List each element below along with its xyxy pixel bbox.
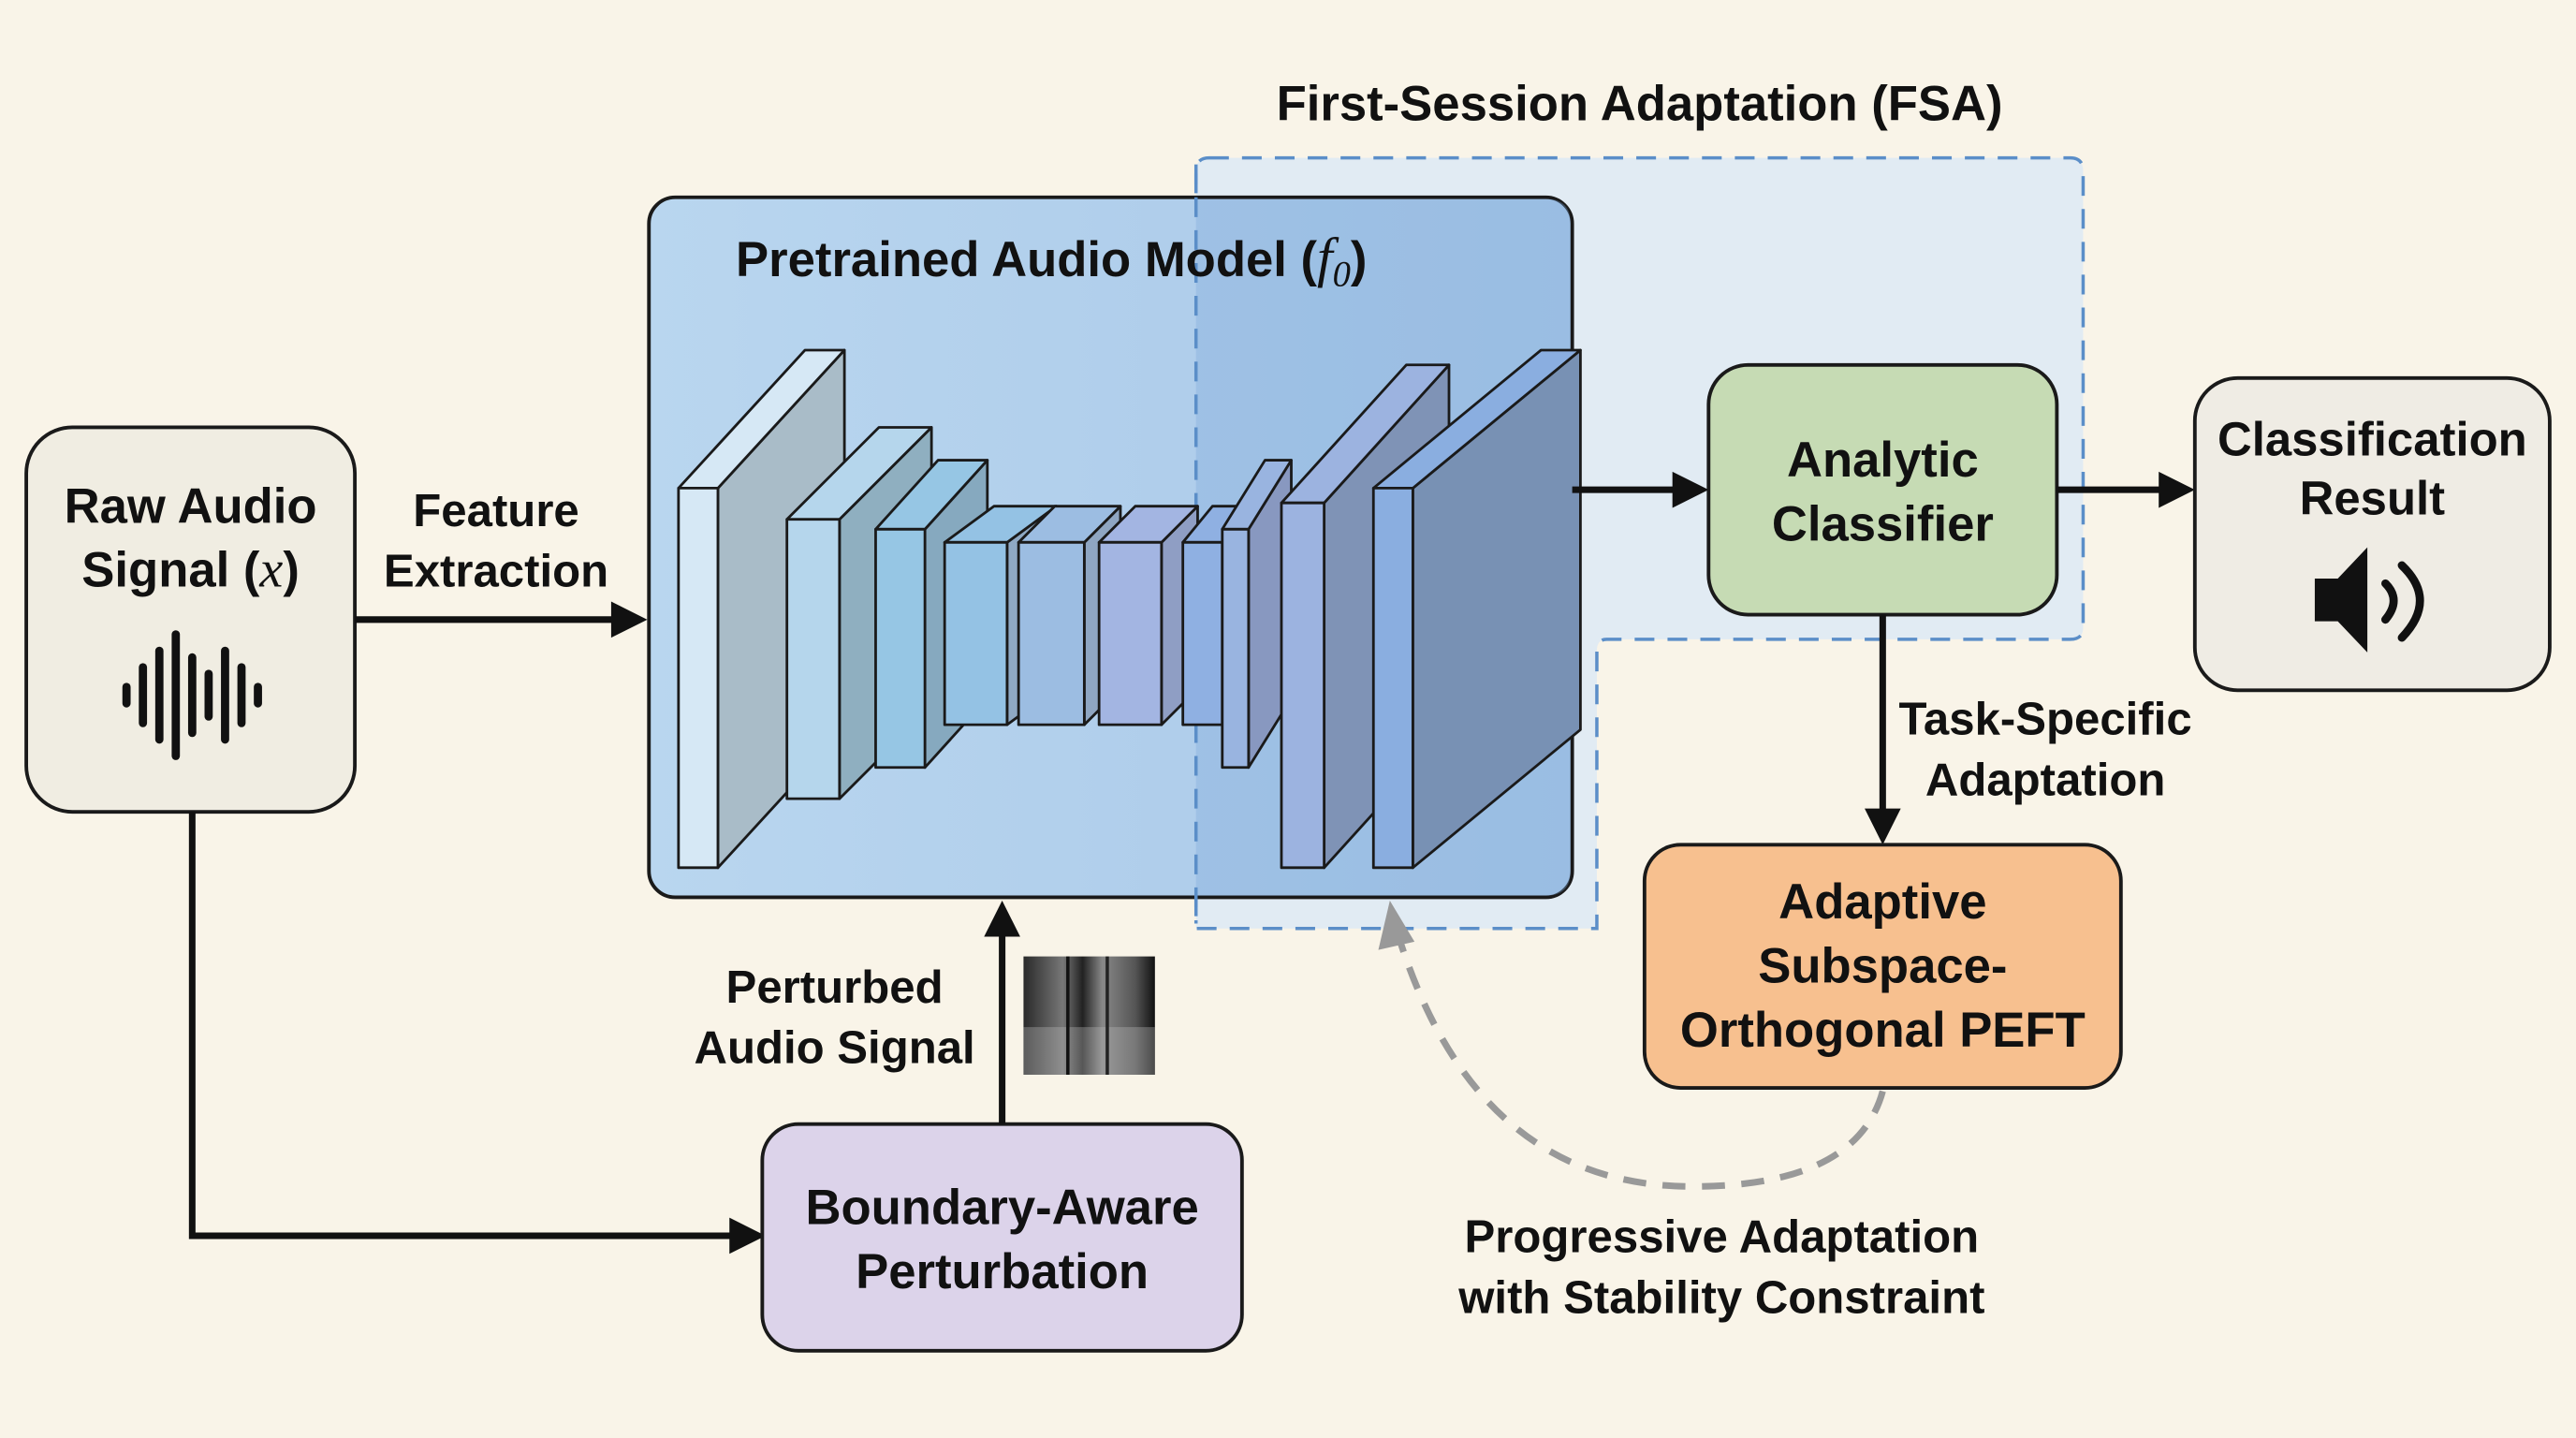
task-specific-label-line1: Task-Specific	[1899, 695, 2192, 745]
fsa-title: First-Session Adaptation (FSA)	[1277, 76, 2003, 131]
raw-to-perturbation-arrow	[188, 812, 733, 1240]
peft-label-line2: Subspace-	[1758, 939, 2007, 994]
layer-front-4	[1017, 540, 1086, 726]
classifier-to-result-arrowhead	[2159, 471, 2195, 508]
result-label-line1: Classification	[2217, 412, 2527, 465]
classification-result-box[interactable]	[2192, 375, 2552, 693]
progressive-label-line2: with Stability Constraint	[1457, 1272, 1984, 1323]
layer-front-0	[677, 487, 720, 870]
spectrogram-thumbnail	[1023, 956, 1155, 1075]
perturbed-label-line1: Perturbed	[726, 962, 944, 1013]
speaker-icon	[2314, 547, 2424, 653]
task-specific-arrowhead	[1865, 808, 1901, 845]
raw-audio-label-line2: Signal (x)	[81, 541, 300, 599]
peft-label-line1: Adaptive	[1778, 874, 1986, 930]
peft-box[interactable]	[1642, 843, 2123, 1090]
analytic-classifier-box[interactable]	[1706, 362, 2059, 617]
layer-front-9	[1371, 487, 1414, 870]
perturbation-box[interactable]	[760, 1122, 1244, 1353]
pretrained-model-title: Pretrained Audio Model (f0)	[736, 227, 1367, 295]
peft-label-line3: Orthogonal PEFT	[1680, 1003, 2086, 1058]
task-specific-label-line2: Adaptation	[1925, 756, 2166, 806]
progressive-label-line1: Progressive Adaptation	[1465, 1212, 1980, 1263]
feature-extraction-label-line1: Feature	[413, 486, 578, 536]
perturbed-label-line2: Audio Signal	[694, 1023, 974, 1074]
classifier-label-line2: Classifier	[1772, 497, 1994, 552]
result-label-line2: Result	[2300, 471, 2446, 524]
raw-audio-label-line1: Raw Audio	[65, 478, 317, 534]
classifier-label-line1: Analytic	[1787, 433, 1979, 488]
perturbation-label-line1: Boundary-Aware	[805, 1181, 1198, 1236]
layer-front-6	[1181, 540, 1224, 726]
perturbed-signal-arrowhead	[984, 900, 1020, 937]
progressive-feedback-arrowhead	[1378, 900, 1415, 950]
perturbation-label-line2: Perturbation	[856, 1244, 1149, 1299]
layer-front-7	[1221, 527, 1251, 770]
feature-extraction-arrowhead	[610, 601, 648, 638]
layer-front-2	[874, 527, 927, 770]
layer-front-8	[1280, 501, 1326, 870]
layer-front-5	[1097, 540, 1164, 726]
layer-front-3	[943, 540, 1009, 726]
layer-front-1	[785, 518, 842, 800]
model-to-classifier-arrowhead	[1672, 471, 1709, 508]
feature-extraction-label-line2: Extraction	[384, 547, 608, 597]
network-layers	[677, 348, 1582, 870]
progressive-feedback-arrow	[1397, 938, 1886, 1190]
raw-to-perturbation-arrowhead	[729, 1217, 766, 1255]
waveform-icon	[122, 630, 262, 760]
